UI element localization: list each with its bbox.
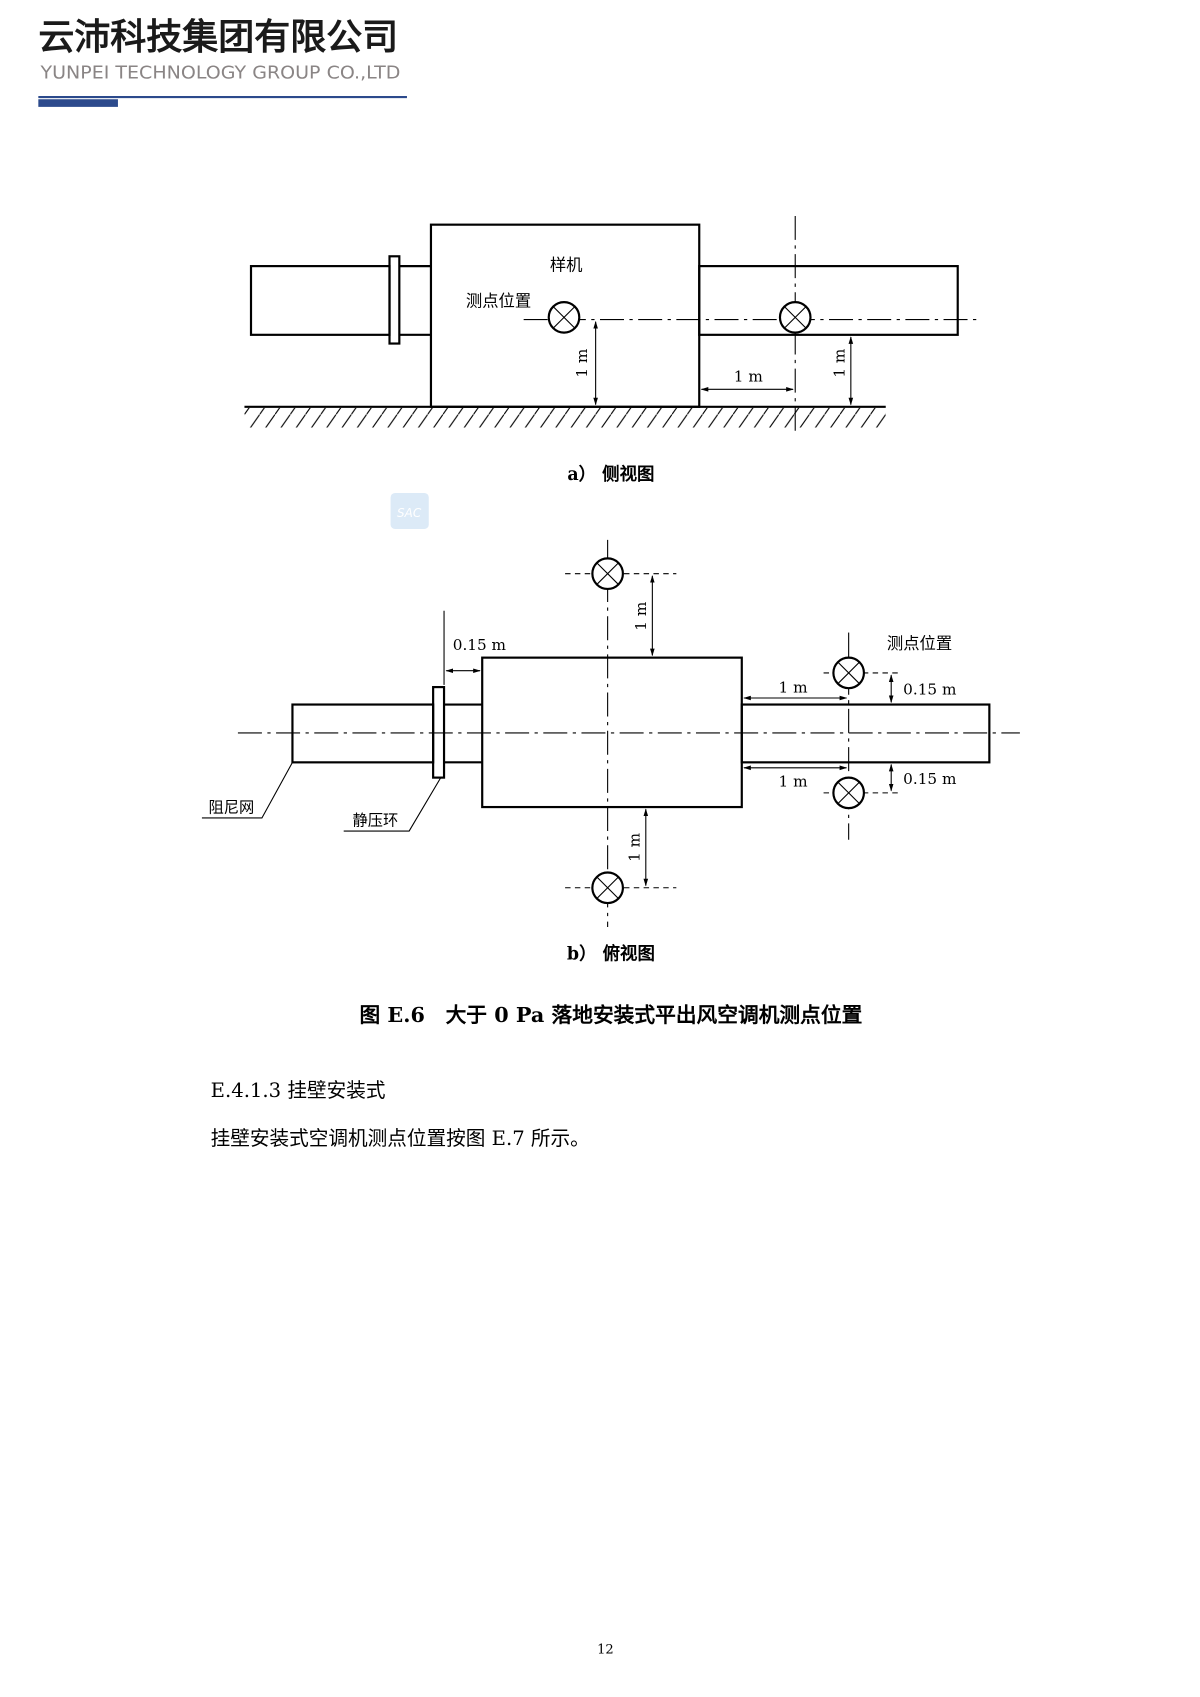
measure-point-icon <box>778 301 812 334</box>
dim-label: 0.15 m <box>903 681 957 699</box>
flange <box>388 255 401 345</box>
figure-caption-a: a） 侧视图 <box>567 464 654 485</box>
section-heading: E.4.1.3 挂壁安装式 <box>211 1079 386 1102</box>
side-view-diagram: 样机 测点位置 1 m 1 m 1 m a） 侧视图 <box>244 215 977 485</box>
sample-label: 样机 <box>550 255 583 274</box>
measure-point-icon <box>832 656 866 690</box>
company-name-en: YUNPEI TECHNOLOGY GROUP CO.,LTD <box>39 64 400 84</box>
measure-point-icon <box>591 871 624 905</box>
ground-hatch <box>244 407 886 428</box>
dim-label: 0.15 m <box>453 636 507 654</box>
company-name-cn: 云沛科技集团有限公司 <box>38 17 398 58</box>
figure-title: 图 E.6 大于 0 Pa 落地安装式平出风空调机测点位置 <box>360 1003 863 1027</box>
svg-text:SAC: SAC <box>397 506 422 520</box>
dim-label: 1 m <box>779 679 809 697</box>
dim-label: 1 m <box>779 772 809 790</box>
measure-point-icon <box>591 557 624 591</box>
point-label: 测点位置 <box>887 634 952 653</box>
header: 云沛科技集团有限公司 YUNPEI TECHNOLOGY GROUP CO.,L… <box>38 17 407 107</box>
measure-point-icon <box>547 301 581 334</box>
dim-label: 1 m <box>573 348 591 378</box>
point-label: 测点位置 <box>466 291 531 310</box>
page-number: 12 <box>597 1642 614 1657</box>
watermark-logo: SAC <box>390 492 429 529</box>
body-paragraph: 挂壁安装式空调机测点位置按图 E.7 所示。 <box>211 1127 590 1150</box>
damper-label: 阻尼网 <box>208 799 254 817</box>
dim-label: 1 m <box>632 601 650 631</box>
dim-label: 1 m <box>625 832 643 862</box>
measure-point-icon <box>832 776 866 810</box>
header-accent-bar <box>38 99 118 107</box>
dim-label: 1 m <box>734 368 764 386</box>
top-view-diagram: 1 m 1 m 0.15 m 测点位置 1 m 1 m 0.15 m 0.15 … <box>201 539 1020 965</box>
pressure-ring-label: 静压环 <box>352 812 398 830</box>
dim-label: 0.15 m <box>903 770 957 788</box>
dim-label: 1 m <box>830 348 848 378</box>
figure-caption-b: b） 俯视图 <box>567 944 655 965</box>
